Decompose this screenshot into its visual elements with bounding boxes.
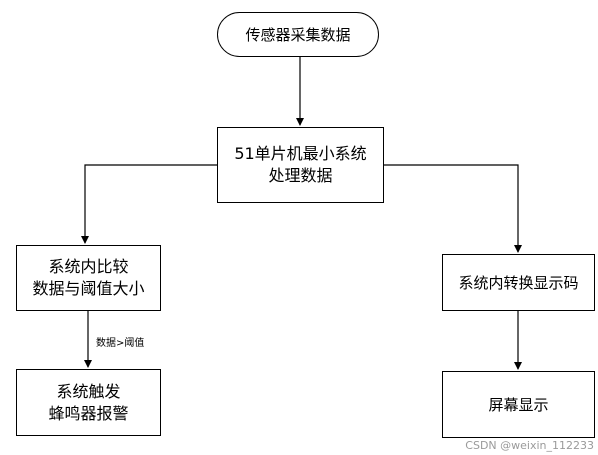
edge-process-to-convert (384, 164, 522, 253)
convert-node-label: 系统内转换显示码 (458, 273, 579, 292)
start-node-label: 传感器采集数据 (245, 25, 351, 44)
process-node-line-2: 处理数据 (268, 166, 333, 185)
compare-node: 系统内比较 数据与阈值大小 (16, 245, 161, 311)
compare-node-line-1: 系统内比较 (48, 257, 129, 276)
alarm-node: 系统触发 蜂鸣器报警 (16, 369, 161, 436)
display-node-label: 屏幕显示 (488, 395, 549, 414)
edge-label-threshold: 数据>阈值 (96, 338, 145, 349)
watermark: CSDN @weixin_112233 (465, 439, 594, 452)
alarm-node-line-2: 蜂鸣器报警 (48, 403, 129, 423)
convert-node: 系统内转换显示码 (442, 254, 595, 311)
edge-process-to-compare (81, 164, 217, 244)
alarm-node-line-1: 系统触发 (56, 381, 121, 401)
start-node: 传感器采集数据 (217, 12, 379, 57)
process-node-line-1: 51单片机最小系统 (234, 144, 367, 163)
compare-node-line-2: 数据与阈值大小 (32, 279, 145, 298)
display-node: 屏幕显示 (442, 371, 595, 438)
process-node: 51单片机最小系统 处理数据 (217, 127, 384, 203)
